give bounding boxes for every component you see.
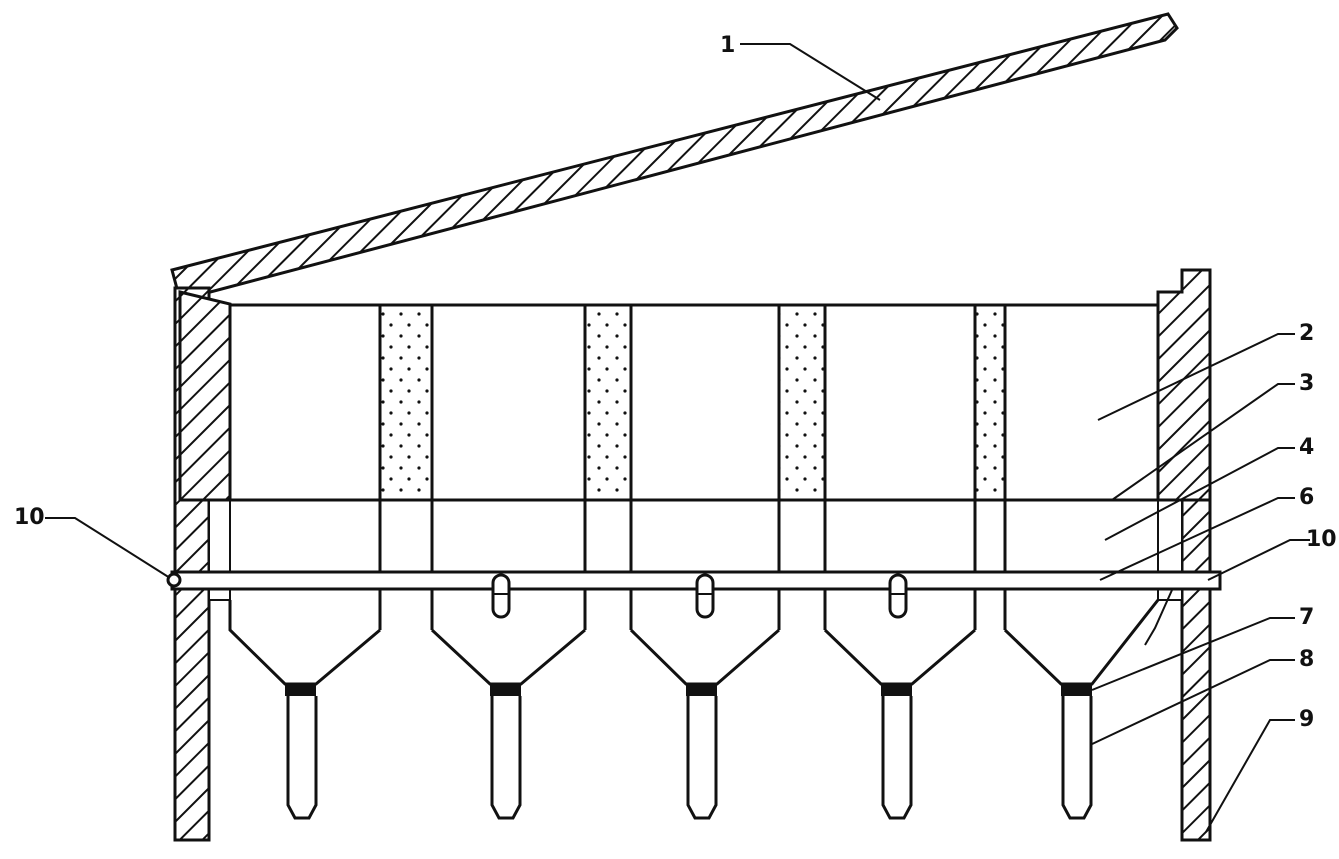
seal-rings (285, 684, 1092, 696)
leader-lines (45, 43, 1310, 833)
test-tubes (286, 696, 1093, 820)
right-inner-liner (1156, 268, 1212, 502)
dotted-separator-2 (583, 303, 633, 502)
rod-pins (491, 573, 908, 619)
label-10-left: 10 (14, 505, 45, 530)
middle-band-dividers (378, 500, 1007, 630)
dotted-separator-4 (973, 303, 1007, 502)
label-4: 4 (1299, 435, 1314, 460)
funnels (228, 599, 1160, 686)
label-7: 7 (1299, 605, 1314, 630)
label-10-right: 10 (1306, 527, 1337, 552)
dotted-separator-1 (378, 303, 434, 502)
label-8: 8 (1299, 647, 1314, 672)
label-9: 9 (1299, 707, 1314, 732)
dotted-separator-3 (777, 303, 827, 502)
label-1: 1 (720, 33, 735, 58)
left-rod-end (166, 572, 182, 588)
left-inner-liner (178, 290, 232, 502)
right-side-wall (1180, 498, 1212, 842)
label-3: 3 (1299, 371, 1314, 396)
label-2: 2 (1299, 321, 1314, 346)
hinged-lid (170, 12, 1179, 302)
label-6: 6 (1299, 485, 1314, 510)
